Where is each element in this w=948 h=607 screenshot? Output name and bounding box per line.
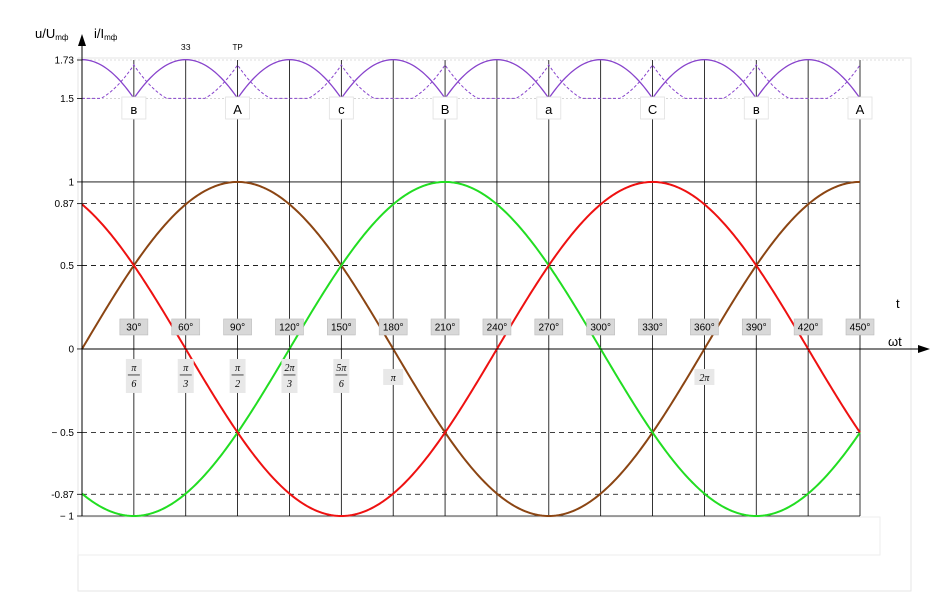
degree-label: 420° xyxy=(798,322,819,333)
y-axis-title-2: i/Imф xyxy=(94,26,118,42)
radian-label-box xyxy=(694,368,715,385)
lower-frame xyxy=(77,516,881,556)
degree-label-box xyxy=(430,318,460,336)
series-line-2 xyxy=(81,180,861,518)
x-axis-arrow xyxy=(918,344,930,353)
top-small-label: ТР xyxy=(232,43,242,52)
degree-label-box xyxy=(586,318,615,336)
phase-label: в xyxy=(130,102,137,117)
radian-denominator: 6 xyxy=(339,379,344,390)
degree-label: 360° xyxy=(694,322,715,333)
y-axis-arrow xyxy=(78,34,86,46)
degree-label: 330° xyxy=(642,322,663,333)
y-tick-label: − 0.5 xyxy=(51,428,74,439)
x-axis-title-top: t xyxy=(896,296,900,311)
phase-label-box xyxy=(847,96,873,120)
radian-denominator: 6 xyxy=(131,379,136,390)
degree-label: 90° xyxy=(230,322,245,333)
y-tick-label: 1.5 xyxy=(60,94,74,105)
radian-denominator: 3 xyxy=(182,379,188,390)
degree-label: 60° xyxy=(178,322,193,333)
degree-label-box xyxy=(275,318,304,336)
phase-label-box xyxy=(640,96,665,120)
degree-label-box xyxy=(223,318,252,336)
degree-label: 210° xyxy=(435,322,456,333)
degree-label-box xyxy=(690,318,719,336)
radian-denominator: 3 xyxy=(286,379,292,390)
phase-label: a xyxy=(545,102,553,117)
radian-numerator: π xyxy=(235,363,241,374)
degree-label-box xyxy=(741,318,771,336)
phase-label: c xyxy=(338,102,345,117)
phase-label-box xyxy=(328,96,354,120)
radian-label-box xyxy=(177,358,194,393)
degree-label: 390° xyxy=(746,322,767,333)
degree-label: 450° xyxy=(850,322,871,333)
radian-denominator: 2 xyxy=(235,379,240,390)
series-line-1 xyxy=(81,180,861,518)
envelope-solid xyxy=(81,59,861,100)
phase-label: C xyxy=(648,102,657,117)
degree-label-box xyxy=(845,318,875,336)
phase-label: в xyxy=(753,102,760,117)
phase-label-box xyxy=(225,96,251,120)
radian-label: 2π xyxy=(699,373,710,384)
phase-label-box xyxy=(121,96,147,120)
y-tick-label: -0.87 xyxy=(51,490,74,501)
radian-label-box xyxy=(281,358,298,393)
degree-label: 240° xyxy=(487,322,508,333)
axis-layer xyxy=(77,34,930,517)
degree-label-box xyxy=(327,318,356,336)
degree-label-box xyxy=(482,318,512,336)
degree-label-box xyxy=(793,318,823,336)
phase-label: B xyxy=(441,102,450,117)
radian-numerator: 2π xyxy=(284,363,295,374)
radian-label: π xyxy=(391,373,397,384)
degree-label-box xyxy=(534,318,564,336)
envelope-dashed xyxy=(82,64,861,99)
radian-numerator: π xyxy=(131,363,137,374)
degree-label: 150° xyxy=(331,322,352,333)
y-tick-label: 0 xyxy=(68,344,74,355)
y-tick-label: 0.87 xyxy=(55,199,75,210)
degree-label: 120° xyxy=(279,322,300,333)
degree-label-box xyxy=(638,318,667,336)
phase-label-box xyxy=(743,96,769,120)
degree-label-box xyxy=(119,318,149,336)
envelope-layer xyxy=(81,59,861,100)
radian-numerator: 5π xyxy=(336,363,347,374)
series-line-0 xyxy=(81,180,861,518)
radian-numerator: π xyxy=(183,363,189,374)
y-tick-label: − 1 xyxy=(60,512,75,523)
y-axis-title: u/Umф xyxy=(35,26,69,42)
phase-label-box xyxy=(432,96,458,120)
y-tick-label: 1 xyxy=(68,177,74,188)
series-layer xyxy=(81,180,861,518)
phase-label-box xyxy=(536,96,562,120)
phase-label: A xyxy=(233,102,242,117)
degree-label-box xyxy=(378,318,408,336)
degree-label-box xyxy=(171,318,201,336)
radian-label-box xyxy=(333,358,350,393)
radian-label-box xyxy=(383,368,404,385)
degree-label: 300° xyxy=(590,322,611,333)
y-tick-label: 0.5 xyxy=(60,261,74,272)
degree-label: 270° xyxy=(538,322,559,333)
x-axis-title-bottom: ωt xyxy=(888,334,902,349)
y-tick-label: 1.73 xyxy=(55,56,75,67)
outer-frame xyxy=(77,57,912,592)
label-layer: 1.73 1.5 1 0.87 0.5 0 − 0.5 -0.87 − 1 30° 60° 90° 12… xyxy=(51,43,875,523)
grid-layer xyxy=(82,59,905,517)
top-small-label: ЗЗ xyxy=(181,43,191,52)
radian-label-box xyxy=(125,358,142,393)
degree-label: 30° xyxy=(126,322,141,333)
radian-label-box xyxy=(229,358,246,393)
degree-label: 180° xyxy=(383,322,404,333)
phase-label: A xyxy=(856,102,865,117)
